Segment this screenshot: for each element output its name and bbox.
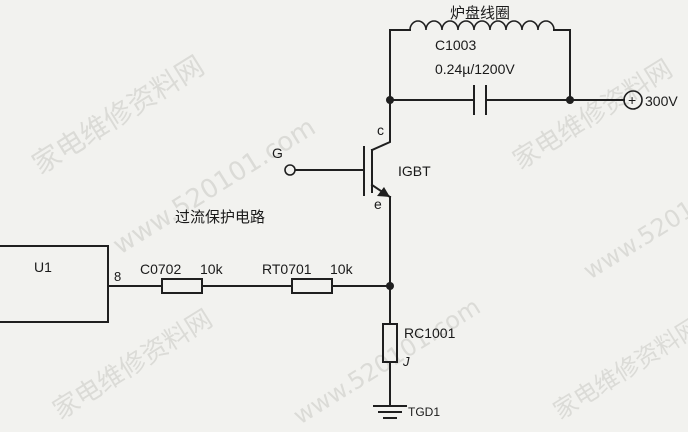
u1-block [0, 245, 109, 323]
watermark-layer: 家电维修资料网 www.520101.com 家电维修资料网 www.52010… [26, 49, 688, 430]
watermark-text: 家电维修资料网 [508, 54, 678, 176]
resistor-c0702-value: 10k [200, 261, 224, 277]
resistor-rt0701-value: 10k [330, 261, 354, 277]
resistor-rt0701-ref: RT0701 [262, 261, 312, 277]
resistor-chain [107, 278, 391, 294]
igbt-label: IGBT [398, 163, 431, 179]
pin-label: 8 [114, 269, 121, 284]
watermark-url: www.520101.com [578, 148, 688, 286]
watermark-url: www.520101.com [108, 112, 321, 261]
collector-wire [370, 99, 391, 152]
capacitor-ref: C1003 [435, 37, 476, 53]
ground-symbol [373, 405, 407, 419]
ground-label: TGD1 [408, 405, 440, 419]
plus-sign: + [628, 92, 636, 108]
resistor-rc1001 [382, 285, 398, 406]
resistor-c0702 [161, 278, 203, 294]
coil-inductor [389, 20, 571, 101]
resistor-rt0701 [291, 278, 333, 294]
resistor-c0702-ref: C0702 [140, 261, 181, 277]
capacitor-c1003 [386, 85, 574, 115]
coil-label: 炉盘线圈 [450, 4, 510, 22]
terminal-g-label: G [272, 145, 283, 161]
u1-label: U1 [34, 259, 52, 275]
igbt-transistor [284, 146, 392, 199]
watermark-text: 家电维修资料网 [26, 49, 210, 181]
resistor-rc1001-mark: J [402, 354, 410, 369]
terminal-c-label: c [377, 122, 384, 138]
supply-label: 300V [645, 93, 678, 109]
capacitor-value: 0.24µ/1200V [435, 61, 515, 77]
resistor-rc1001-ref: RC1001 [404, 325, 456, 341]
watermark-text: 家电维修资料网 [548, 312, 688, 425]
terminal-e-label: e [374, 196, 382, 212]
protection-label: 过流保护电路 [175, 209, 265, 226]
supply-300v: + [569, 90, 643, 110]
gate-terminal [284, 164, 296, 176]
